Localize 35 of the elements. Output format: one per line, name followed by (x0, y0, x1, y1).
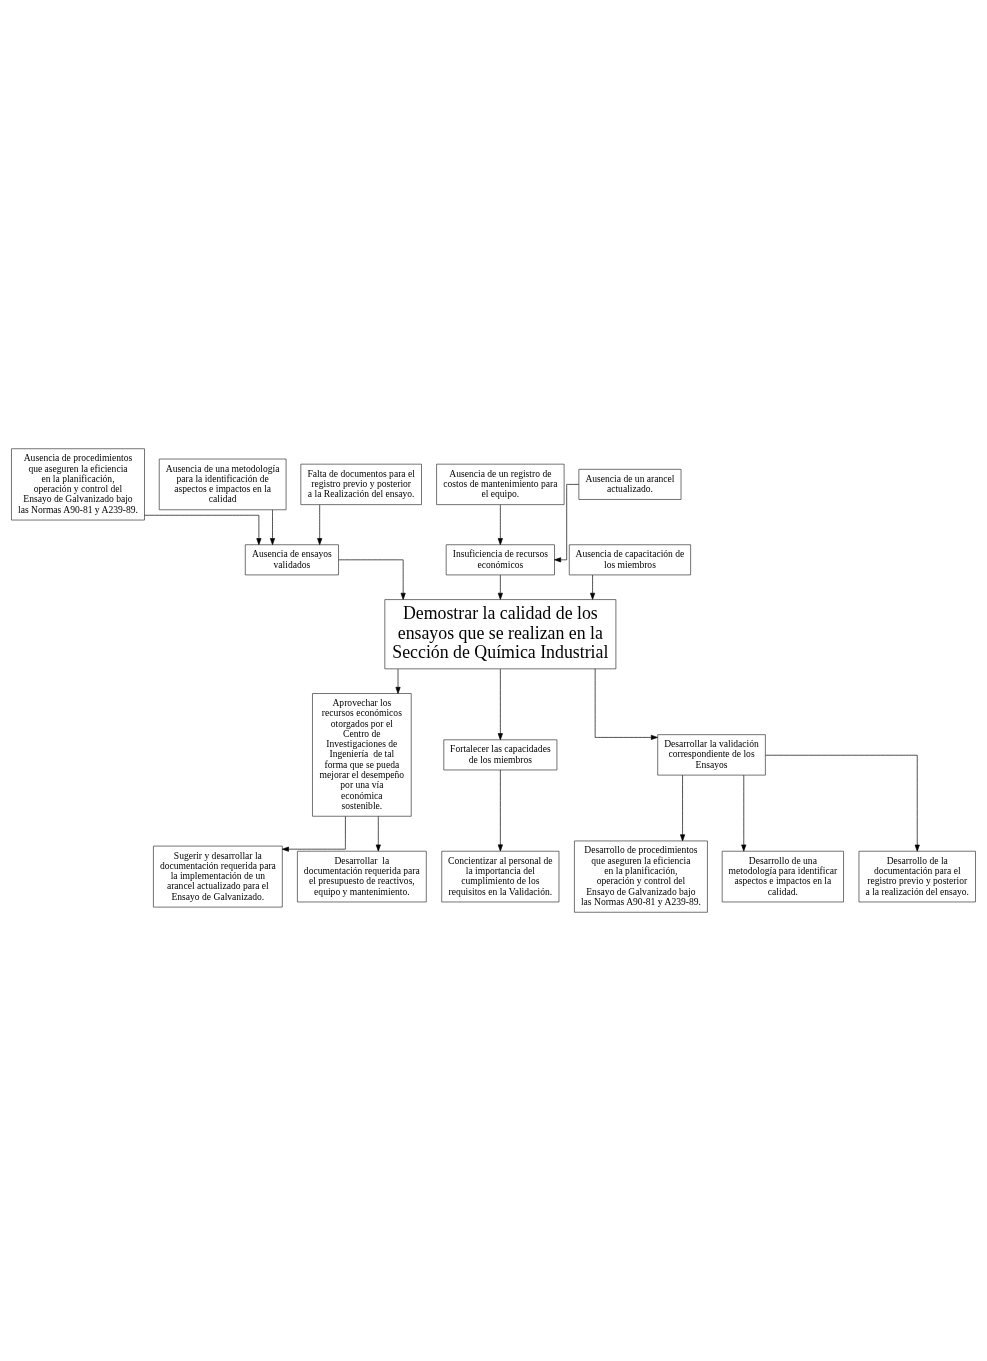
node-box: Desarrollar la validación correspondiente de los Ensayos (657, 734, 766, 776)
node-box: Insuficiencia de recursos económicos (445, 544, 555, 576)
node-box: Ausencia de ensayos validados (244, 544, 339, 576)
node-box: Ausencia de capacitación de los miembros (568, 544, 691, 576)
node-box: Desarrollo de procedimientos que aseguren la eficiencia en la planificación, operación y control del Ensayo de Galvanizado bajo las Normas A90-81 y A239-89. (574, 840, 708, 913)
node-box: Sugerir y desarrollar la documentación requerida para la implementación de un arancel actualizado para el Ensayo de Galvanizado. (153, 845, 283, 908)
node-box: Fortalecer las capacidades de los miembros (443, 739, 558, 771)
node-box: Ausencia de procedimientos que aseguren la eficiencia en la planificación, operación y control del Ensayo de Galvanizado bajo las Normas A90-81 y A239-89. (11, 448, 145, 521)
arrow (282, 816, 346, 852)
arrow (144, 514, 262, 546)
arrow (590, 574, 596, 600)
arrow (741, 774, 747, 852)
arrow (395, 668, 401, 694)
arrow (375, 815, 381, 852)
node-box: Desarrollo de una metodología para identificar aspectos e impactos en la calidad. (721, 850, 844, 903)
arrow (680, 774, 686, 842)
node-box: Ausencia de un arancel actualizado. (578, 468, 682, 500)
node-box: Desarrollar la documentación requerida para el presupuesto de reactivos, equipo y mantenimiento. (297, 850, 427, 903)
arrow (497, 574, 503, 600)
node-box: Ausencia de una metodología para la identificación de aspectos e impactos en la calidad (158, 458, 287, 511)
node-box: Concientizar al personal de la importancia del cumplimiento de los requisitos en la Validación. (441, 850, 560, 903)
node-box: Demostrar la calidad de los ensayos que se realizan en la Sección de Química Industrial (384, 599, 617, 670)
arrow (554, 484, 579, 563)
arrow (594, 668, 658, 740)
node-box: Falta de documentos para el registro previo y posterior a la Realización del ensayo. (300, 463, 422, 505)
arrow (317, 504, 323, 545)
arrow (765, 754, 920, 852)
arrow (497, 504, 503, 545)
arrow (338, 559, 406, 600)
node-box: Desarrollo de la documentación para el registro previo y posterior a la realización del ensayo. (858, 850, 976, 903)
node-box: Aprovechar los recursos económicos otorgados por el Centro de Investigaciones de Ingeniería de tal forma que se pueda mejorar el desempeño por una vía económica sostenible. (312, 693, 412, 817)
arrow (497, 668, 503, 741)
arrow (270, 509, 275, 545)
node-box: Ausencia de un registro de costos de mantenimiento para el equipo. (436, 463, 565, 505)
arrow (497, 769, 503, 852)
